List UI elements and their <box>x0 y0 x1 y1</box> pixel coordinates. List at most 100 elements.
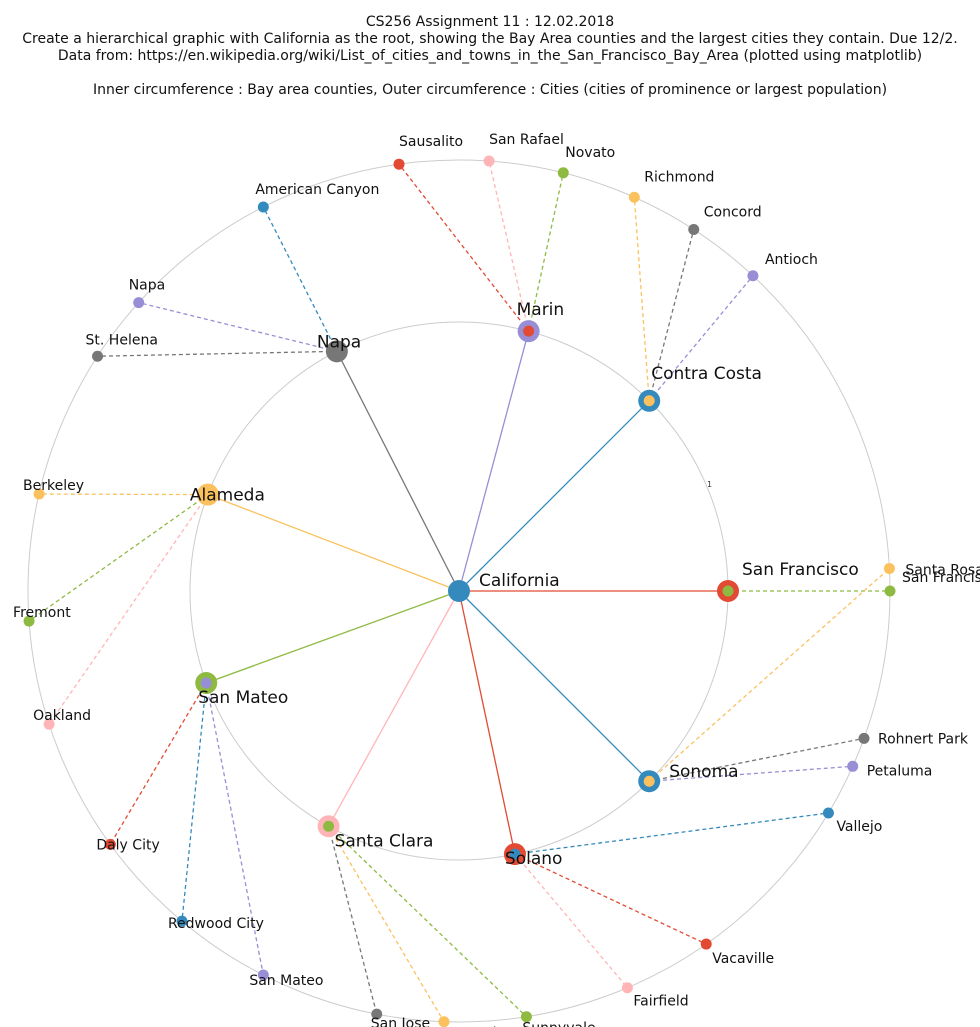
county-label: San Francisco <box>742 560 859 580</box>
edge-county-city <box>262 206 338 352</box>
edge-county-city <box>633 197 650 401</box>
city-node <box>557 167 569 179</box>
edge-county-city <box>649 737 865 782</box>
edge-root-county <box>207 493 460 592</box>
city-label: Redwood City <box>168 916 264 932</box>
city-label: Santa Rosa <box>905 562 980 578</box>
county-node-inner <box>523 325 535 337</box>
county-label: Contra Costa <box>651 364 762 384</box>
edge-layer <box>28 160 890 1023</box>
county-label: Napa <box>317 332 361 352</box>
edge-county-city <box>109 682 207 845</box>
edge-county-city <box>328 825 445 1023</box>
city-node <box>688 224 700 236</box>
city-node <box>700 938 712 950</box>
city-label: American Canyon <box>255 182 379 198</box>
city-node <box>858 732 870 744</box>
city-node <box>884 585 896 597</box>
county-label: San Mateo <box>198 688 288 708</box>
edge-root-county <box>458 330 530 592</box>
city-node <box>104 838 116 850</box>
city-label: San Rafael <box>489 132 564 148</box>
county-node-inner <box>331 345 343 357</box>
city-node <box>92 350 104 362</box>
city-label: Sunnyvale <box>522 1021 595 1027</box>
edge-root-county <box>328 590 460 827</box>
county-label: Solano <box>505 849 563 869</box>
city-node <box>257 201 269 213</box>
city-label: Sausalito <box>399 134 463 150</box>
edge-county-city <box>649 765 853 782</box>
city-label: San Mateo <box>249 973 323 989</box>
edge-county-city <box>138 301 338 352</box>
city-label: Petaluma <box>867 763 933 779</box>
county-node-inner <box>509 848 521 860</box>
root-node <box>448 580 470 602</box>
edge-county-city <box>39 493 208 496</box>
radial-tick-label: 1 <box>707 480 712 489</box>
city-node <box>371 1008 383 1020</box>
edge-county-city <box>327 826 378 1015</box>
city-node <box>438 1016 450 1027</box>
title-block: CS256 Assignment 11 : 12.02.2018 Create … <box>0 14 980 99</box>
edge-county-city <box>328 825 527 1018</box>
label-layer: San FranciscoSan FranciscoRichmondConcor… <box>13 132 980 1027</box>
edge-county-city <box>514 853 628 989</box>
title-line-3: Data from: https://en.wikipedia.org/wiki… <box>57 48 923 64</box>
edge-root-county <box>458 400 650 592</box>
city-label: Daly City <box>96 837 159 853</box>
city-label: Concord <box>704 205 762 221</box>
edge-county-city <box>97 350 337 357</box>
edge-county-city <box>648 275 754 402</box>
city-label: Antioch <box>765 252 818 268</box>
edge-root-county <box>458 590 650 782</box>
city-label: San Francisco <box>902 570 980 586</box>
city-label: San Jose <box>371 1016 430 1027</box>
edge-county-city <box>398 163 530 332</box>
edge-county-city <box>648 567 890 782</box>
edge-root-county <box>336 351 460 592</box>
city-node <box>257 969 269 981</box>
county-node-inner <box>722 585 734 597</box>
city-label: Vallejo <box>836 819 882 835</box>
county-node-inner <box>643 775 655 787</box>
city-node <box>747 270 759 282</box>
county-label: Sonoma <box>669 762 738 782</box>
city-label: Novato <box>565 145 615 161</box>
city-label: Oakland <box>33 708 91 724</box>
county-node-inner <box>202 489 214 501</box>
city-label: Napa <box>129 278 166 294</box>
city-label: Fairfield <box>633 994 688 1010</box>
edge-county-city <box>181 682 207 922</box>
city-node <box>621 982 633 994</box>
city-node <box>483 155 495 167</box>
title-line-2: Create a hierarchical graphic with Calif… <box>22 31 958 47</box>
city-node <box>133 297 145 309</box>
edge-root-county <box>206 590 460 684</box>
county-label: Santa Clara <box>335 831 434 851</box>
city-node <box>520 1011 532 1023</box>
county-node-inner <box>323 820 335 832</box>
county-node-inner <box>643 395 655 407</box>
root-label: California <box>479 571 560 591</box>
city-label: Vacaville <box>712 951 774 967</box>
title-line-4: Inner circumference : Bay area counties,… <box>92 82 888 98</box>
city-node <box>23 615 35 627</box>
city-node <box>628 191 640 203</box>
city-label: Richmond <box>644 169 714 185</box>
city-label: St. Helena <box>86 332 158 348</box>
edge-county-city <box>48 494 209 725</box>
city-node <box>43 718 55 730</box>
city-label: Fremont <box>13 605 71 621</box>
city-node <box>822 807 834 819</box>
title-line-1: CS256 Assignment 11 : 12.02.2018 <box>365 14 615 30</box>
city-node <box>847 760 859 772</box>
edge-county-city <box>527 172 564 332</box>
city-node <box>176 915 188 927</box>
edge-county-city <box>514 853 707 945</box>
city-node <box>883 562 895 574</box>
county-node-inner <box>200 677 212 689</box>
city-node <box>393 158 405 170</box>
edge-county-city <box>488 160 530 332</box>
